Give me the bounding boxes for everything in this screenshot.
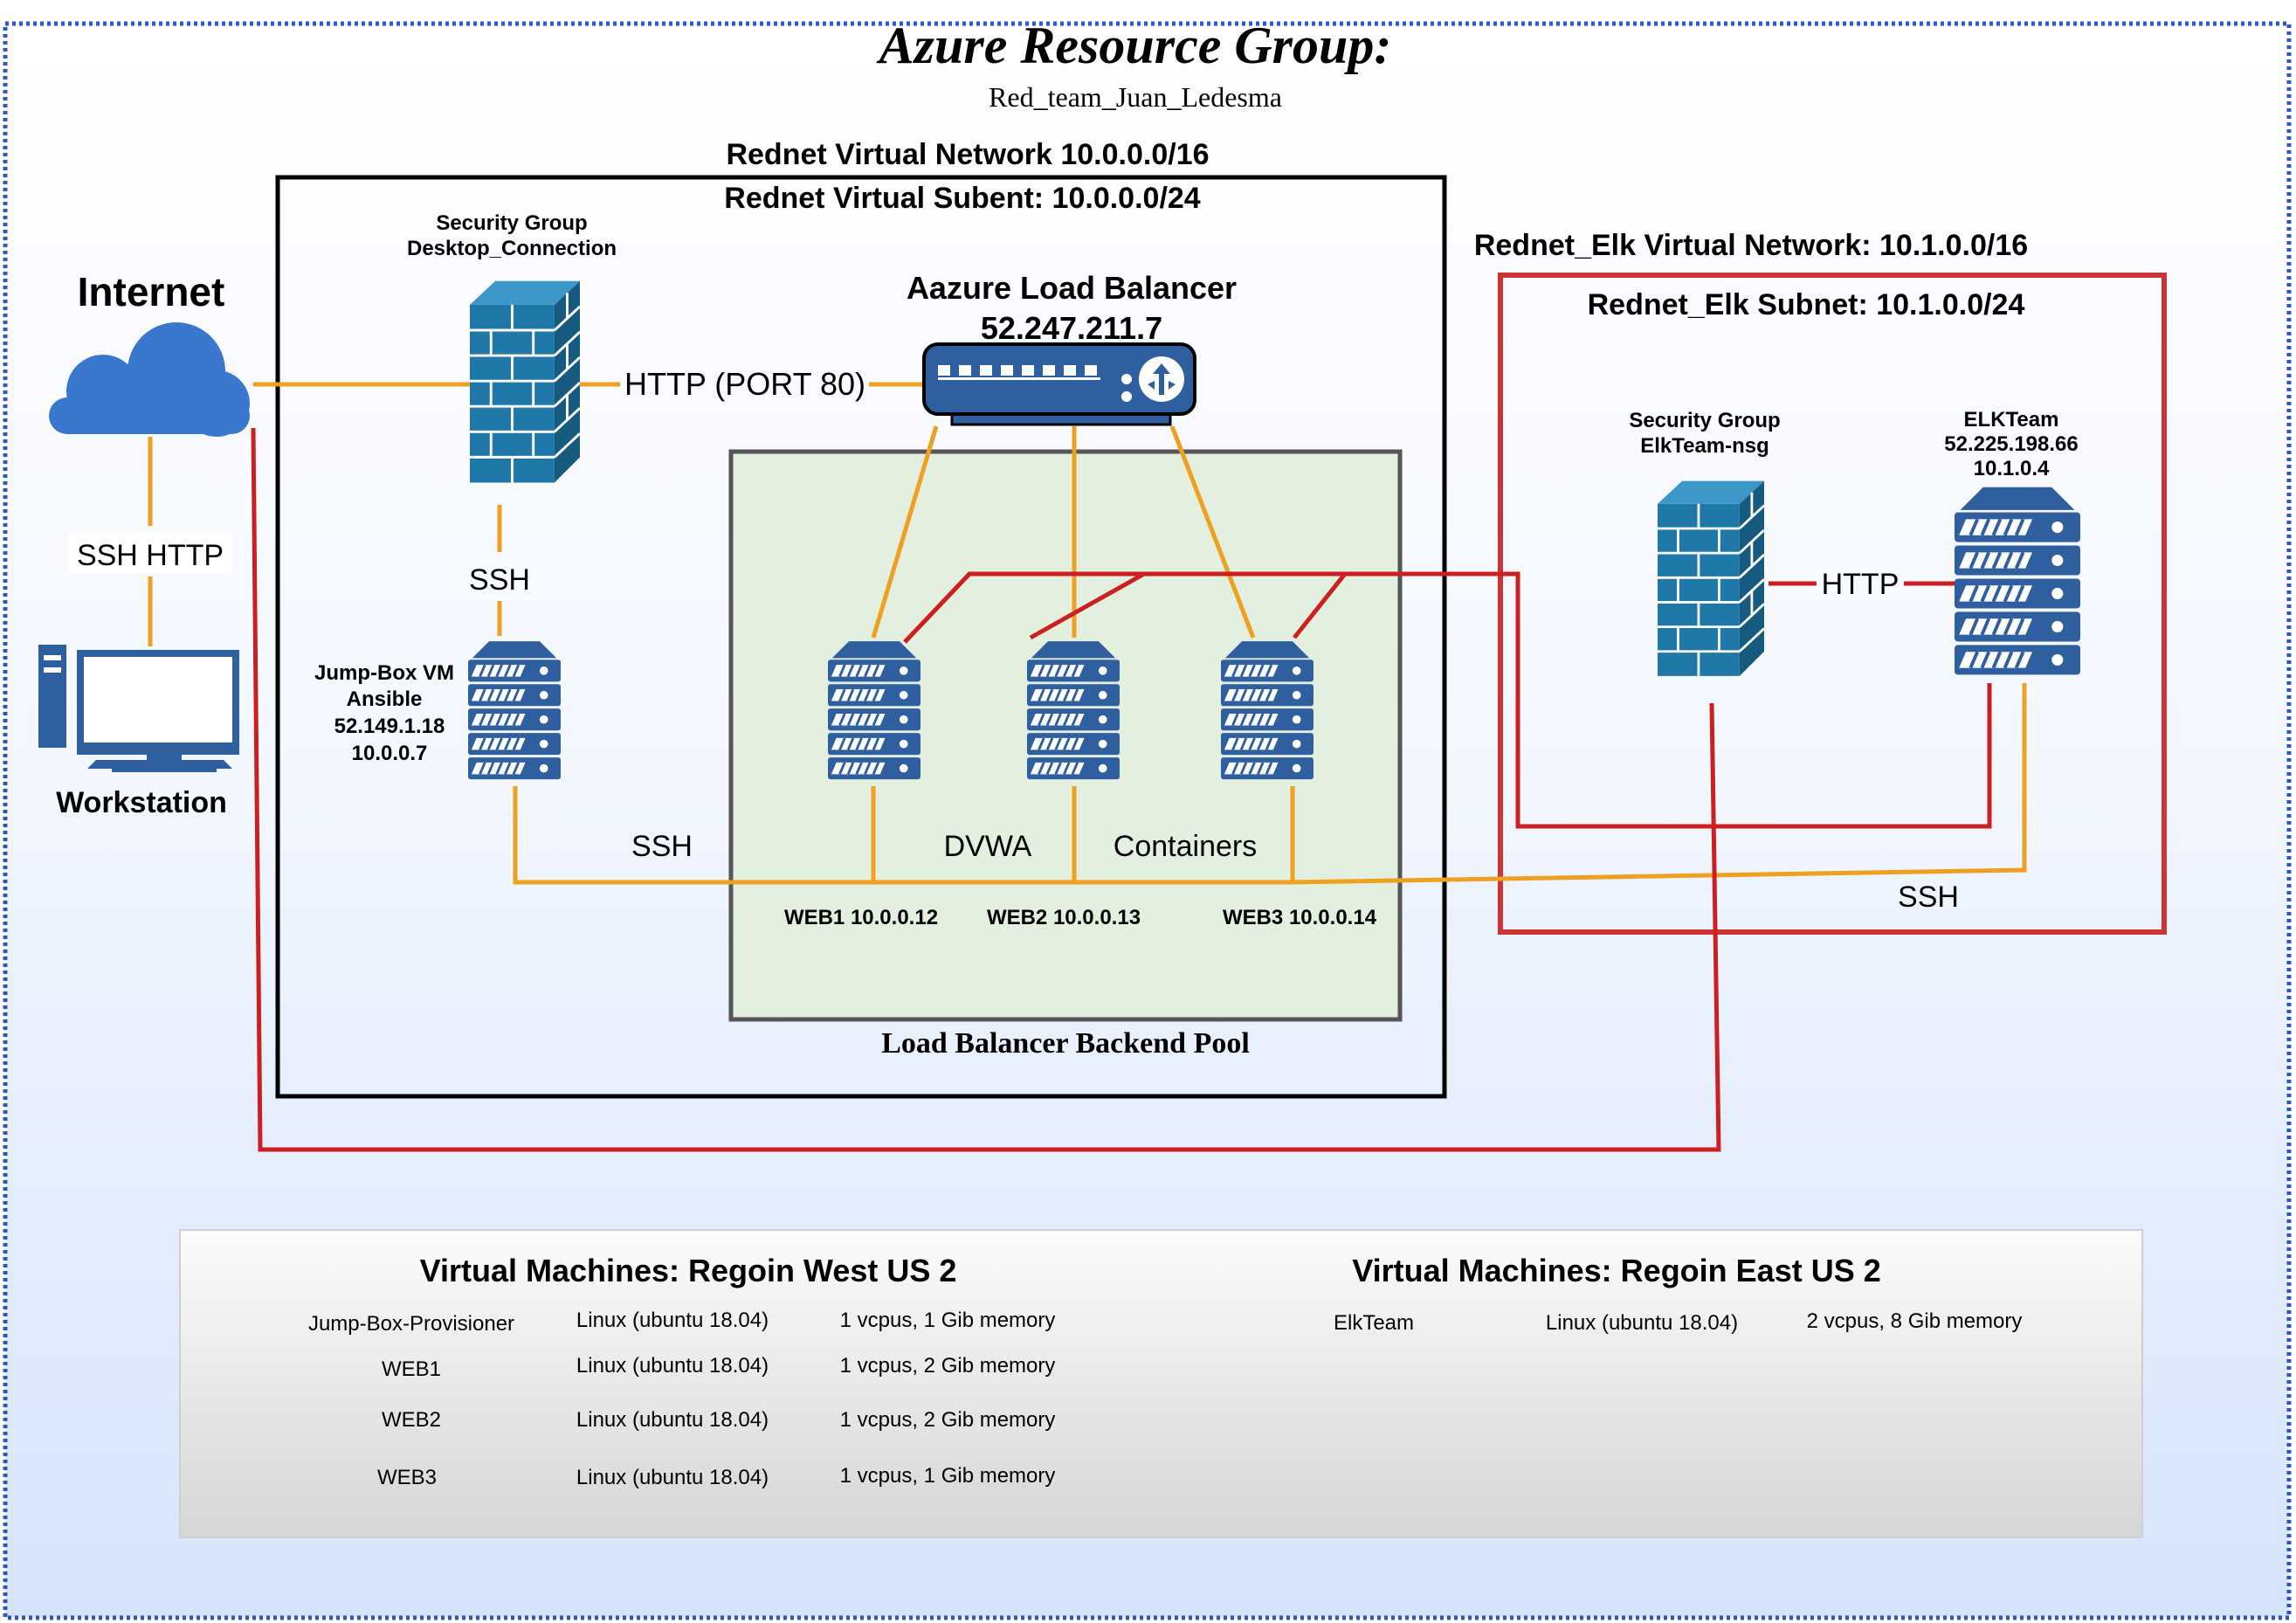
vm-name: ElkTeam bbox=[1334, 1311, 1414, 1335]
vm-os: Linux (ubuntu 18.04) bbox=[576, 1354, 769, 1378]
backend-pool-label: Load Balancer Backend Pool bbox=[881, 1027, 1250, 1060]
security-group-elkteam-nsg: Security Group ElkTeam-nsg bbox=[1629, 409, 1781, 678]
backend-pool: Load Balancer Backend Pool bbox=[728, 449, 1403, 1060]
internet: Internet bbox=[49, 269, 250, 437]
web2-server-icon bbox=[1027, 639, 1120, 781]
security-group-1-line1: Security Group bbox=[436, 211, 587, 235]
web3-server-icon bbox=[1221, 639, 1313, 781]
security-group-1-line2: Desktop_Connection bbox=[407, 237, 617, 260]
load-balancer-ip: 52.247.211.7 bbox=[981, 310, 1162, 346]
vm-spec: 1 vcpus, 1 Gib memory bbox=[840, 1464, 1056, 1488]
web3-label: WEB3 10.0.0.14 bbox=[1223, 906, 1377, 929]
firewall-icon bbox=[470, 280, 580, 485]
vm-name: Jump-Box-Provisioner bbox=[308, 1312, 514, 1336]
diagram-title: Azure Resource Group: bbox=[876, 17, 1392, 74]
workstation: Workstation bbox=[38, 645, 239, 819]
table-row: WEB3 Linux (ubuntu 18.04) 1 vcpus, 1 Gib… bbox=[377, 1464, 1055, 1489]
http-port-label: HTTP (PORT 80) bbox=[624, 366, 865, 402]
elk-server-line3: 10.1.0.4 bbox=[1974, 457, 2050, 480]
firewall-icon bbox=[1658, 479, 1764, 678]
security-group-2-line1: Security Group bbox=[1629, 409, 1780, 432]
ssh-http-label-group: SSH HTTP bbox=[68, 533, 232, 573]
vm-name: WEB1 bbox=[382, 1357, 441, 1381]
vm-spec: 1 vcpus, 1 Gib memory bbox=[840, 1309, 1056, 1332]
table-row: Jump-Box-Provisioner Linux (ubuntu 18.04… bbox=[308, 1309, 1055, 1336]
table-row: WEB2 Linux (ubuntu 18.04) 1 vcpus, 2 Gib… bbox=[382, 1408, 1055, 1432]
ssh-web-label: SSH bbox=[631, 830, 693, 863]
ssh-sg-label: SSH bbox=[469, 563, 530, 597]
load-balancer-icon bbox=[922, 342, 1196, 426]
elk-subnet-label: Rednet_Elk Subnet: 10.1.0.0/24 bbox=[1588, 288, 2025, 321]
workstation-icon bbox=[38, 645, 239, 772]
load-balancer: Aazure Load Balancer 52.247.211.7 bbox=[907, 270, 1237, 426]
rednet-vnet: Rednet Virtual Network 10.0.0.0/16 Redne… bbox=[275, 138, 1447, 1099]
elk-server-line1: ELKTeam bbox=[1964, 408, 2059, 432]
ssh-http-links bbox=[148, 382, 2027, 885]
security-group-2-line2: ElkTeam-nsg bbox=[1640, 434, 1769, 458]
dvwa-label: DVWA bbox=[944, 830, 1032, 863]
vm-spec: 1 vcpus, 2 Gib memory bbox=[840, 1354, 1056, 1378]
elk-server-icon bbox=[1955, 486, 2080, 677]
diagram-subtitle: Red_team_Juan_Ledesma bbox=[989, 81, 1282, 113]
load-balancer-name: Aazure Load Balancer bbox=[907, 270, 1237, 306]
elk-vnet: Rednet_Elk Virtual Network: 10.1.0.0/16 … bbox=[1474, 229, 2167, 935]
jumpbox: Jump-Box VM Ansible 52.149.1.18 10.0.0.7 bbox=[314, 639, 561, 781]
elk-http-links bbox=[251, 427, 1992, 1152]
vm-spec: 1 vcpus, 2 Gib memory bbox=[840, 1408, 1056, 1432]
vm-name: WEB3 bbox=[377, 1466, 437, 1489]
elk-server: ELKTeam 52.225.198.66 10.1.0.4 bbox=[1944, 408, 2080, 677]
vm-spec: 2 vcpus, 8 Gib memory bbox=[1807, 1309, 2023, 1333]
vm-os: Linux (ubuntu 18.04) bbox=[576, 1466, 769, 1489]
jumpbox-line2: Ansible bbox=[347, 687, 423, 711]
elk-vnet-label: Rednet_Elk Virtual Network: 10.1.0.0/16 bbox=[1474, 229, 2028, 262]
containers-label: Containers bbox=[1114, 830, 1257, 863]
jumpbox-server-icon bbox=[468, 639, 561, 781]
jumpbox-line1: Jump-Box VM bbox=[314, 661, 454, 685]
vm-os: Linux (ubuntu 18.04) bbox=[1546, 1311, 1738, 1335]
table-row: WEB1 Linux (ubuntu 18.04) 1 vcpus, 2 Gib… bbox=[382, 1354, 1055, 1381]
web1-server-icon bbox=[828, 639, 920, 781]
web2-label: WEB2 10.0.0.13 bbox=[987, 906, 1141, 929]
elk-server-line2: 52.225.198.66 bbox=[1944, 432, 2078, 456]
vm-os: Linux (ubuntu 18.04) bbox=[576, 1408, 769, 1432]
jumpbox-line3: 52.149.1.18 bbox=[334, 715, 445, 738]
subnet-label: Rednet Virtual Subent: 10.0.0.0/24 bbox=[724, 182, 1201, 215]
vnet-label: Rednet Virtual Network 10.0.0.0/16 bbox=[726, 138, 1209, 171]
table-row: ElkTeam Linux (ubuntu 18.04) 2 vcpus, 8 … bbox=[1334, 1309, 2022, 1335]
http-elk-label: HTTP bbox=[1822, 568, 1900, 601]
cloud-icon bbox=[49, 322, 250, 437]
web1-label: WEB1 10.0.0.12 bbox=[784, 906, 938, 929]
ssh-http-label: SSH HTTP bbox=[77, 539, 224, 572]
vm-name: WEB2 bbox=[382, 1408, 441, 1432]
vm-os: Linux (ubuntu 18.04) bbox=[576, 1309, 769, 1332]
security-group-desktop-connection: Security Group Desktop_Connection bbox=[407, 211, 617, 485]
workstation-label: Workstation bbox=[56, 786, 227, 819]
ssh-elk-label: SSH bbox=[1898, 881, 1959, 914]
jumpbox-line4: 10.0.0.7 bbox=[352, 742, 428, 765]
internet-label: Internet bbox=[78, 269, 225, 314]
vm-table-east-title: Virtual Machines: Regoin East US 2 bbox=[1352, 1253, 1881, 1288]
vm-table-west-title: Virtual Machines: Regoin West US 2 bbox=[420, 1253, 957, 1288]
vm-table: Virtual Machines: Regoin West US 2 Virtu… bbox=[179, 1229, 2143, 1538]
